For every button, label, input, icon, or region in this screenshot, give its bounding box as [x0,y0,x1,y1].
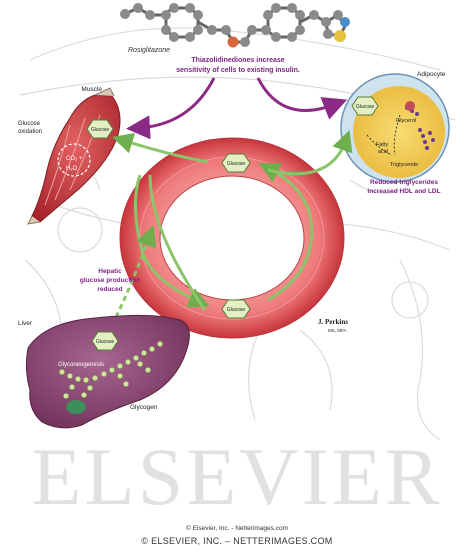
hepatic-label-3: reduced [97,286,122,293]
glucose-oxidation-label-2: oxidation [18,129,42,135]
tzd-caption-line1: Thiazolidinediones increase [191,57,284,64]
hepatic-label-2: glucose production [80,277,140,284]
tzd-to-muscle-arrow [126,77,216,140]
glycerol-label: Glycerol [396,118,416,124]
glucose-text-adipocyte: Glucose [356,104,375,110]
glucose-text-bottom: Glucose [227,307,246,313]
liver-label: Liver [18,320,33,327]
liver-illustration [25,314,190,429]
hepatic-label-1: Hepatic [98,268,122,275]
co2-label: CO₂ + [66,156,83,162]
glucose-pathways [110,130,353,326]
artist-signature: J. Perkins [318,318,348,326]
fatty-acid-label-2: acid [378,149,388,155]
rosiglitazone-molecule [120,3,350,48]
tzd-caption-line2: sensitivity of cells to existing insulin… [176,67,300,74]
drug-label: Rosiglitazone [128,47,170,54]
glucose-hexagon-muscle: Glucose [86,119,114,139]
footer-credit-main: © ELSEVIER, INC. – NETTERIMAGES.COM [141,536,332,546]
glycogen-label: Glycogen [130,404,158,411]
glucose-text-muscle: Glucose [91,127,110,133]
tzd-to-adipocyte-arrow [256,77,348,120]
glucose-text-liver: Glucose [96,339,115,345]
triglyceride-label: Triglyceride [390,162,418,168]
muscle-label: Muscle [81,86,102,93]
glucose-hexagon-top: Glucose [221,153,251,173]
footer-credit-small: © Elsevier, Inc. - Netterimages.com [186,524,288,532]
reduced-tg-line1: Reduced triglycerides [370,179,438,186]
glucose-hexagon-liver: Glucose [91,331,119,351]
artist-credentials: MS, MFA [328,328,347,333]
glucose-oxidation-label-1: Glucose [18,121,41,127]
adipocyte-label: Adipocyte [417,71,446,78]
watermark-text: ELSEVIER [31,431,442,522]
glucose-text-top: Glucose [227,161,246,167]
fatty-acid-label-1: Fatty [376,142,388,148]
glyconeogenesis-label: Glyconeogenesis [58,362,104,368]
blood-ring [119,137,345,339]
glucose-hexagon-bottom: Glucose [221,299,251,319]
glucose-hexagon-adipocyte: Glucose [351,96,379,116]
reduced-tg-line2: Increased HDL and LDL [367,188,440,195]
h2o-label: H₂O [66,166,78,172]
